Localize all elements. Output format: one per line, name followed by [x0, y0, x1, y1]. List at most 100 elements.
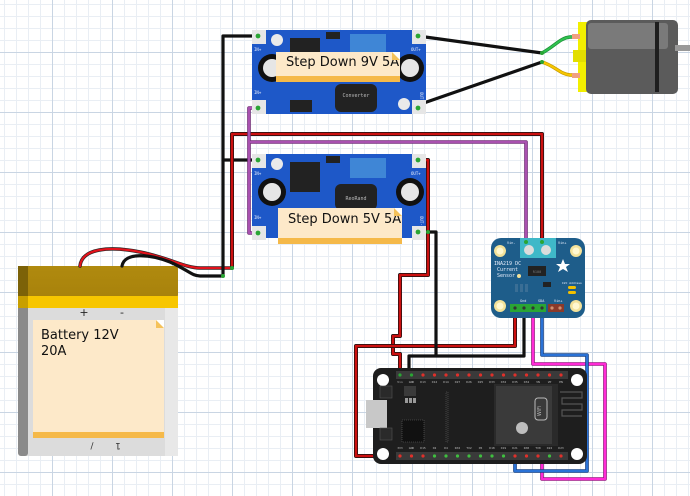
- esp32-pin-label: D25: [478, 380, 484, 384]
- pin-9v-out-plus[interactable]: [415, 33, 421, 39]
- reg5-chip-label: ReoRand: [345, 196, 366, 202]
- esp32-pin-gnd[interactable]: [409, 373, 414, 377]
- pin-ina-scl[interactable]: [531, 306, 535, 310]
- esp32-pin-d27[interactable]: [455, 373, 460, 377]
- esp32-pin-label: D12: [432, 380, 438, 384]
- esp32-pin-d12[interactable]: [432, 373, 437, 377]
- note-step-down-9v-text: Step Down 9V 5A: [286, 55, 400, 70]
- esp32-pin-rx0[interactable]: [524, 454, 529, 458]
- esp32-pin-vn[interactable]: [536, 373, 540, 377]
- pin-5v-out-minus[interactable]: [415, 229, 421, 235]
- esp32-pin-3v3[interactable]: [398, 454, 402, 458]
- pin-5v-in-minus[interactable]: [255, 230, 261, 236]
- pin-ina-vinminus[interactable]: [550, 306, 554, 310]
- esp32-pin-d5[interactable]: [478, 454, 483, 458]
- esp32-pin-d14[interactable]: [444, 373, 448, 377]
- esp32-pin-en[interactable]: [559, 373, 563, 377]
- esp32-pin-label: GND: [409, 446, 415, 450]
- esp32-pin-label: D27: [455, 380, 461, 384]
- esp32-pin-tx0[interactable]: [536, 454, 540, 458]
- pin-ina-vcc[interactable]: [513, 306, 517, 310]
- esp32-pin-d25[interactable]: [478, 373, 483, 377]
- pin-5v-in-plus[interactable]: [255, 157, 261, 163]
- ina-header: Gnd SDA Vin+: [510, 299, 564, 312]
- espressif-logo: [516, 422, 528, 434]
- esp32-pin-label: D35: [512, 380, 518, 384]
- dc-motor[interactable]: [572, 20, 690, 94]
- esp32-pin-d23[interactable]: [559, 454, 563, 458]
- esp32-pin-label: RX2: [455, 446, 461, 450]
- ina-label-vin-minus: Vin-: [507, 241, 515, 245]
- esp32-pin-label: D26: [466, 380, 472, 384]
- ina-chip-label: R100: [533, 270, 541, 274]
- pin-ina-gnd[interactable]: [522, 306, 526, 310]
- wire-motor-positive[interactable]: [416, 34, 544, 55]
- wire-battery-black-lead[interactable]: [120, 254, 225, 278]
- antenna-trace: [560, 391, 583, 417]
- esp32-pin-label: VN: [536, 380, 540, 384]
- esp32-pin-label: 3V3: [397, 446, 403, 450]
- ina-header-vinplus: Vin+: [554, 299, 562, 303]
- reg9-pin-label-out-plus: OUT+: [411, 47, 421, 52]
- battery-bottom-mark: /: [90, 440, 94, 450]
- esp32-pin-vp[interactable]: [547, 373, 552, 377]
- ina-star-logo: [556, 259, 570, 272]
- esp32-pin-d19[interactable]: [501, 454, 506, 458]
- esp32-pin-d13[interactable]: [421, 373, 425, 377]
- esp32-pin-label: D21: [512, 446, 518, 450]
- esp32-pin-gnd[interactable]: [409, 454, 414, 458]
- reg9-pin-label-out-minus: OUT-: [419, 92, 424, 102]
- esp32-pin-label: D15: [420, 446, 426, 450]
- pin-9v-in-plus[interactable]: [255, 33, 261, 39]
- esp32-pin-d15[interactable]: [421, 454, 425, 458]
- esp32-pin-d32[interactable]: [501, 373, 506, 377]
- note-step-down-5v-text: Step Down 5V 5A: [288, 212, 402, 227]
- esp32-boot-button[interactable]: [379, 427, 393, 441]
- note-battery[interactable]: Battery 12V 20A: [33, 320, 164, 438]
- esp32-pin-label: EN: [559, 380, 563, 384]
- note-step-down-5v[interactable]: Step Down 5V 5A: [278, 208, 402, 244]
- pin-ina-sda[interactable]: [540, 306, 544, 310]
- ina-label-vin-plus: Vin+: [558, 241, 566, 245]
- ina219-sensor[interactable]: Vin- Vin+ INA219 DC Current Sensor R100 …: [491, 238, 585, 318]
- esp32-pin-label: D33: [489, 380, 495, 384]
- esp32-pin-d26[interactable]: [467, 373, 471, 377]
- esp32-pin-d4[interactable]: [444, 454, 448, 458]
- note-battery-line2: 20A: [41, 344, 67, 359]
- esp32-pin-d21[interactable]: [513, 454, 517, 458]
- wifi-badge: WiFi: [537, 406, 543, 416]
- pin-9v-out-minus[interactable]: [415, 105, 421, 111]
- battery-plus-label: +: [79, 306, 88, 319]
- esp32-en-button[interactable]: [379, 385, 393, 399]
- esp32-pin-label: D14: [443, 380, 449, 384]
- pin-5v-out-plus[interactable]: [415, 157, 421, 163]
- note-step-down-9v[interactable]: Step Down 9V 5A: [276, 52, 400, 82]
- wire-motor-negative[interactable]: [416, 60, 544, 107]
- reg5-pin-label-in-plus: IN+: [254, 171, 262, 176]
- esp32-pin-vin[interactable]: [398, 373, 402, 377]
- esp32-pin-d33[interactable]: [490, 373, 494, 377]
- esp32-pin-d2[interactable]: [432, 454, 437, 458]
- esp32-pin-d34[interactable]: [524, 373, 529, 377]
- esp32-pin-d35[interactable]: [513, 373, 517, 377]
- esp32-pin-label: Vin: [397, 380, 403, 384]
- esp32-pin-tx2[interactable]: [467, 454, 471, 458]
- pin-ina-vinplus[interactable]: [558, 306, 562, 310]
- pin-ina-vin-plus[interactable]: [540, 240, 544, 244]
- esp32-pin-label: D34: [524, 380, 530, 384]
- pin-9v-in-minus[interactable]: [255, 105, 261, 111]
- esp32-pin-label: D23: [558, 446, 564, 450]
- reg9-pin-label-in-plus: IN+: [254, 47, 262, 52]
- esp32-pin-d18[interactable]: [490, 454, 494, 458]
- esp32-pin-label: GND: [409, 380, 415, 384]
- note-battery-line1: Battery 12V: [41, 328, 119, 343]
- esp32-pin-rx2[interactable]: [455, 454, 460, 458]
- pin-ina-vin-minus[interactable]: [524, 240, 528, 244]
- esp32-pin-label: D13: [420, 380, 426, 384]
- esp32-pin-label: D19: [501, 446, 507, 450]
- esp32-pin-d22[interactable]: [547, 454, 552, 458]
- esp32-pin-label: RX0: [524, 446, 530, 450]
